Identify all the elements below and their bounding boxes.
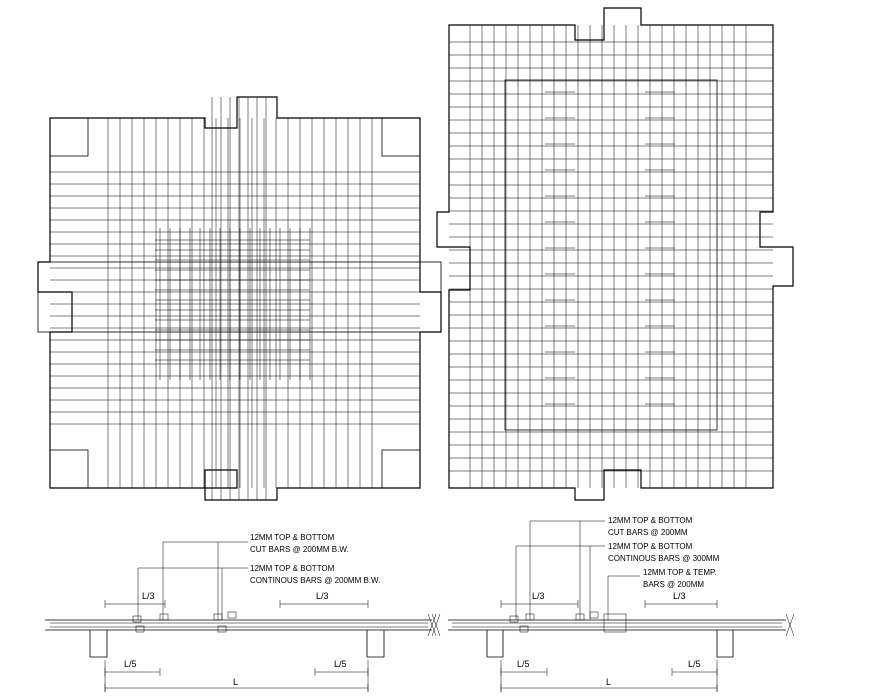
right-dim-fifth-right [671, 668, 718, 676]
right-dim-extension [500, 660, 718, 692]
left-leader-cont [137, 567, 248, 620]
right-note-top-1: 12MM TOP & BOTTOM [608, 516, 693, 525]
left-rebar-mesh [50, 97, 420, 500]
left-section-break-mark [431, 613, 441, 637]
left-label-fifth-left: L/5 [124, 659, 137, 669]
left-bar-mark-2 [159, 613, 169, 621]
left-note-top-2: CUT BARS @ 200MM B.W. [250, 545, 349, 554]
right-note-low-1: 12MM TOP & TEMP. [643, 568, 717, 577]
right-bar-mark-6 [519, 625, 529, 633]
left-leader-cut [162, 541, 248, 620]
left-slab-plan [37, 96, 442, 501]
right-bar-mark-3 [575, 613, 585, 621]
right-section-beam-2 [716, 630, 734, 658]
left-note-mid-1: 12MM TOP & BOTTOM [250, 564, 335, 573]
right-note-mid-2: CONTINOUS BARS @ 300MM [608, 554, 720, 563]
right-leader-temp [607, 575, 640, 620]
left-label-third-left: L/3 [142, 591, 155, 601]
left-bar-mark-6 [135, 625, 145, 633]
right-label-fifth-right: L/5 [688, 659, 701, 669]
right-rebar-mesh [449, 25, 773, 488]
right-label-third-left: L/3 [532, 591, 545, 601]
left-slab-section: 12MM TOP & BOTTOM CUT BARS @ 200MM B.W. … [45, 533, 441, 692]
left-note-top-1: 12MM TOP & BOTTOM [250, 533, 335, 542]
right-leader-cont [515, 545, 605, 620]
left-dim-third-right [279, 600, 369, 608]
right-bar-mark-5 [603, 613, 627, 633]
right-leader-cut [529, 520, 605, 620]
left-dim-third-left [104, 600, 166, 608]
left-slab-outline [37, 96, 442, 501]
right-slab-section: 12MM TOP & BOTTOM CUT BARS @ 200MM 12MM … [427, 516, 795, 692]
left-dim-extension [104, 660, 369, 692]
left-label-fifth-right: L/5 [334, 659, 347, 669]
right-bar-mark-2 [525, 613, 535, 621]
left-label-span: L [233, 677, 238, 687]
right-section-break-mark-left [427, 613, 437, 637]
right-note-mid-1: 12MM TOP & BOTTOM [608, 542, 693, 551]
left-bar-mark-1 [132, 615, 142, 623]
right-label-third-right: L/3 [673, 591, 686, 601]
right-dim-third-left [500, 600, 579, 608]
left-section-beam-1 [89, 630, 108, 658]
left-bar-mark-5 [217, 625, 227, 633]
right-section-break-mark [785, 613, 795, 637]
right-dim-third-right [644, 600, 718, 608]
left-column-nw [49, 117, 89, 157]
left-beam-strip [37, 261, 442, 333]
right-label-span: L [606, 677, 611, 687]
left-bar-mark-3 [213, 613, 223, 621]
right-note-low-2: BARS @ 200MM [643, 580, 704, 589]
right-dim-fifth-left [500, 668, 548, 676]
left-column-ne [381, 117, 421, 157]
left-dim-fifth-right [314, 668, 369, 676]
right-section-beam-1 [486, 630, 504, 658]
right-bar-mark-1 [509, 615, 519, 623]
left-column-sw [49, 449, 89, 489]
left-note-mid-2: CONTINOUS BARS @ 200MM B.W. [250, 576, 380, 585]
left-column-se [381, 449, 421, 489]
left-label-third-right: L/3 [316, 591, 329, 601]
left-bar-mark-4 [227, 611, 237, 619]
right-slab-plan [436, 7, 794, 501]
left-dim-fifth-left [104, 668, 161, 676]
right-slab-outline [436, 7, 794, 501]
left-section-beam-2 [366, 630, 385, 658]
right-label-fifth-left: L/5 [517, 659, 530, 669]
right-inner-band [504, 79, 718, 431]
right-bar-mark-4 [589, 611, 599, 619]
right-note-top-2: CUT BARS @ 200MM [608, 528, 688, 537]
